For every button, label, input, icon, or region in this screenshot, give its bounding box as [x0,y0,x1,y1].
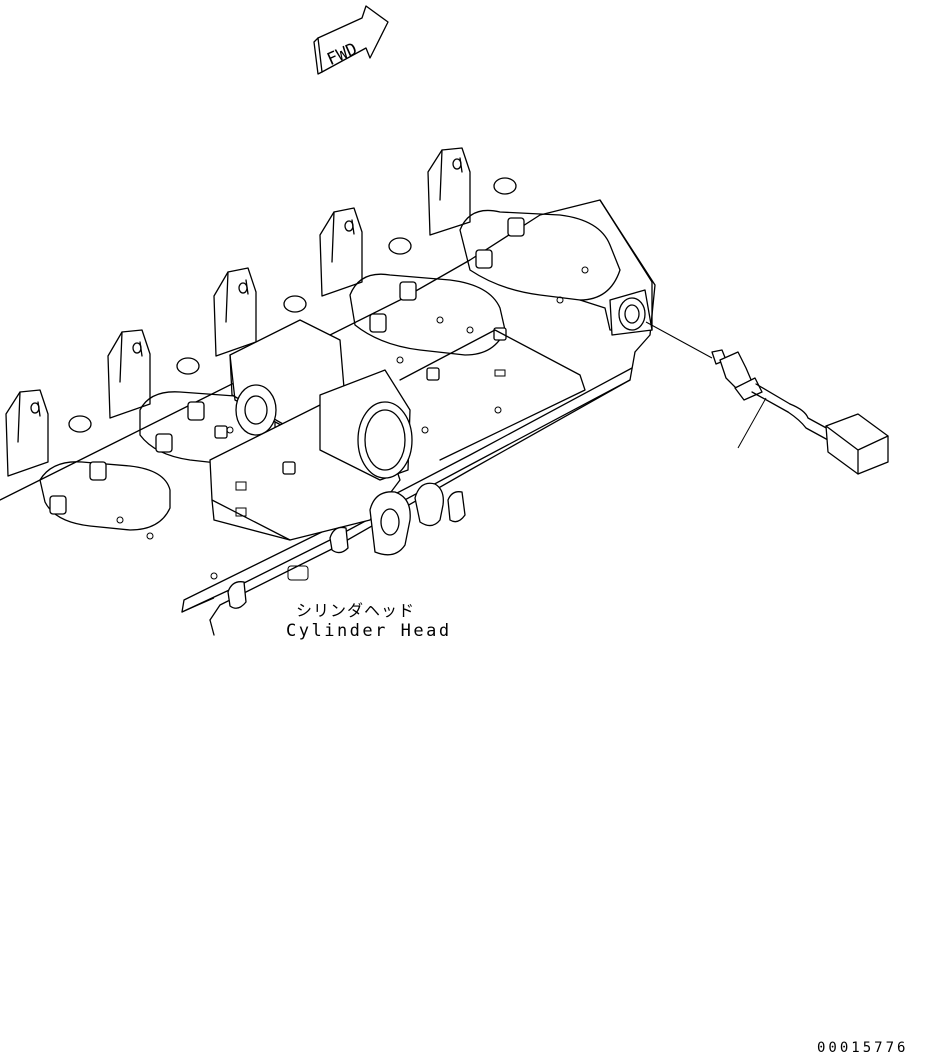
callout-label-english: Cylinder Head [286,621,452,641]
front-water-port [609,289,653,336]
flange-bosses [210,482,466,609]
rocker-towers [5,147,471,477]
fwd-arrow-icon: FWD [313,5,389,75]
callout-label-japanese: シリンダヘッド [296,601,416,620]
cylinder-head-leader [181,597,215,613]
deck-bosses [68,177,517,433]
water-outlet-housing [209,319,507,541]
temperature-sensor [645,321,889,475]
top-cover-plate [399,329,586,461]
drawing-number: 00015776 [817,1040,909,1056]
